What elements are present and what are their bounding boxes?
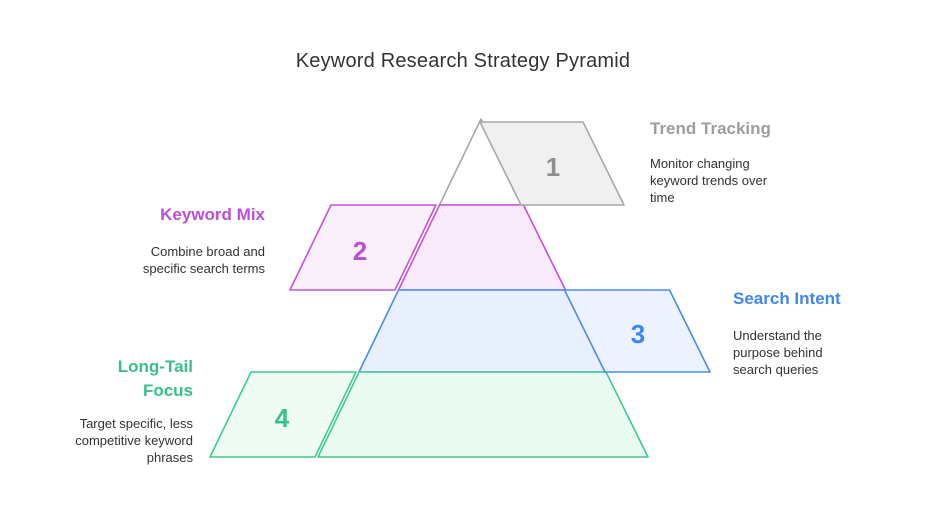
level-1-label: Trend Tracking: [650, 119, 771, 138]
level-4-number: 4: [275, 403, 290, 433]
level-3-band: [358, 289, 607, 373]
level-3-number: 3: [631, 319, 645, 349]
level-4-label-block: Long-Tail Focus Target specific, less co…: [43, 355, 193, 466]
level-3-label: Search Intent: [733, 289, 841, 308]
level-4-label: Long-Tail Focus: [117, 357, 193, 400]
level-1-number: 1: [546, 152, 560, 182]
level-1-label-block: Trend Tracking Monitor changing keyword …: [650, 117, 810, 206]
level-4-description: Target specific, less competitive keywor…: [75, 415, 193, 465]
level-2-label-block: Keyword Mix Combine broad and specific s…: [115, 203, 265, 277]
level-2-tab: [289, 204, 437, 291]
level-3-tab: [563, 289, 711, 373]
level-2-number: 2: [353, 236, 367, 266]
diagram-title: Keyword Research Strategy Pyramid: [295, 50, 631, 72]
level-4-tab: [209, 371, 357, 458]
level-3-label-block: Search Intent Understand the purpose beh…: [733, 287, 873, 378]
level-2-description: Combine broad and specific search terms: [142, 243, 265, 276]
level-1-tab: [479, 121, 625, 206]
level-2-label: Keyword Mix: [160, 205, 265, 224]
level-3-description: Understand the purpose behind search que…: [733, 327, 823, 377]
level-1-description: Monitor changing keyword trends over tim…: [650, 155, 768, 205]
level-4-band: [317, 371, 649, 458]
